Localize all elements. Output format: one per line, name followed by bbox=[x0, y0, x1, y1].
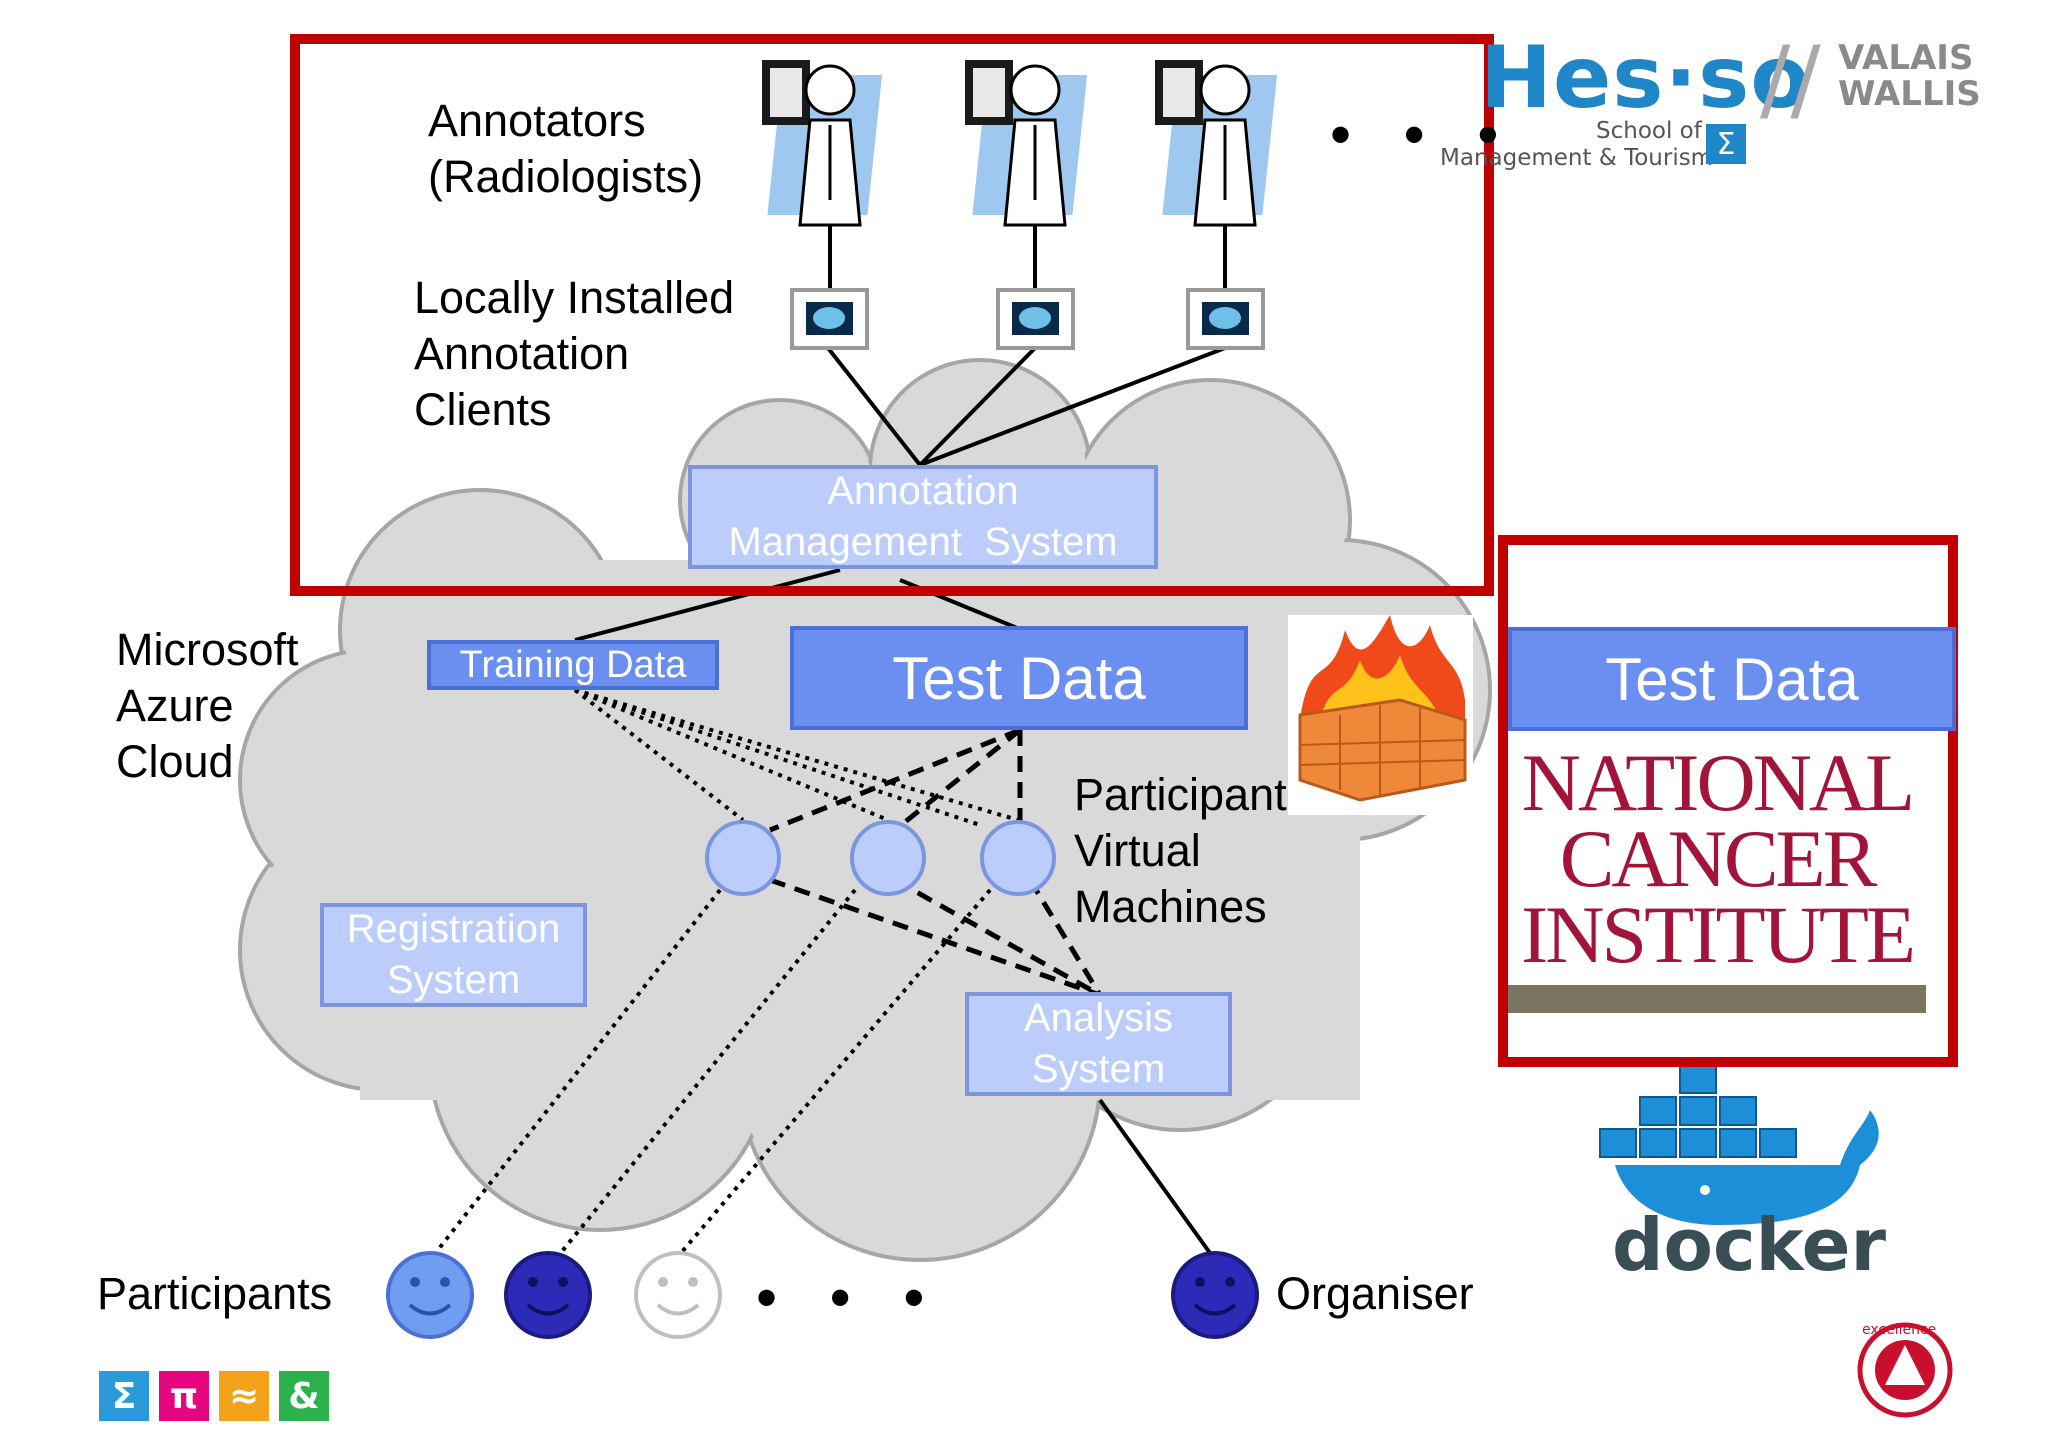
nci-underline bbox=[1508, 985, 1926, 1013]
annotators-label: Annotators (Radiologists) bbox=[428, 95, 704, 202]
vms-label: Participant Virtual Machines bbox=[1074, 769, 1287, 932]
organiser-link bbox=[1098, 1098, 1217, 1262]
organiser-label: Organiser bbox=[1276, 1268, 1474, 1319]
nci-logo: NATIONAL CANCER INSTITUTE bbox=[1520, 737, 1916, 980]
ampersand-square-icon: & bbox=[279, 1371, 329, 1421]
client-1-icon bbox=[790, 288, 869, 350]
cloud-label: Microsoft Azure Cloud bbox=[116, 624, 299, 787]
sigma-square-icon: Σ bbox=[99, 1371, 149, 1421]
docker-logo-text: docker bbox=[1612, 1203, 1886, 1287]
vm-2 bbox=[850, 820, 926, 896]
training-links bbox=[428, 688, 1019, 1262]
vm-3 bbox=[980, 820, 1056, 896]
docker-whale-icon bbox=[1599, 1064, 1879, 1225]
annotators-ellipsis: • • • bbox=[1330, 101, 1517, 168]
participants-label: Participants bbox=[97, 1268, 333, 1319]
registration-system-box: Registration System bbox=[320, 903, 587, 1007]
nci-frame bbox=[1498, 535, 1958, 1067]
annotation-management-system: Annotation Management System bbox=[688, 465, 1158, 569]
approx-square-icon: ≈ bbox=[219, 1371, 269, 1421]
test-data-cloud-box: Test Data bbox=[790, 626, 1248, 730]
participant-3-smiley-icon bbox=[634, 1251, 722, 1339]
firewall-icon bbox=[1288, 615, 1473, 815]
participant-2-smiley-icon bbox=[504, 1251, 592, 1339]
client-3-icon bbox=[1186, 288, 1265, 350]
radiologist-figures bbox=[762, 60, 1278, 227]
hes-so-logo: Hes·so bbox=[1480, 28, 1811, 128]
clients-label: Locally Installed Annotation Clients bbox=[414, 272, 735, 435]
participant-vms bbox=[705, 820, 1056, 896]
organiser-smiley-icon bbox=[1171, 1251, 1259, 1339]
vm-1 bbox=[705, 820, 781, 896]
hes-so-region: VALAIS WALLIS bbox=[1838, 38, 1981, 114]
hes-so-slash-icon: // bbox=[1760, 27, 1821, 132]
hes-so-department: Management & Tourism bbox=[1440, 145, 1714, 171]
annotation-clients bbox=[790, 288, 1265, 350]
training-data-box: Training Data bbox=[427, 640, 719, 690]
radiologist-1-icon bbox=[762, 60, 883, 227]
client-2-icon bbox=[996, 288, 1075, 350]
excellence-label: excellence bbox=[1862, 1322, 1937, 1338]
participant-1-smiley-icon bbox=[386, 1251, 474, 1339]
analysis-system-box: Analysis System bbox=[965, 992, 1232, 1096]
hes-so-sigma-icon: Σ bbox=[1706, 124, 1746, 164]
annotation-frame bbox=[290, 34, 1494, 596]
radiologist-3-icon bbox=[1155, 60, 1278, 227]
test-data-nci-box: Test Data bbox=[1508, 627, 1956, 731]
hes-so-school: School of bbox=[1596, 118, 1702, 144]
valais-excellence-seal-icon bbox=[1857, 1322, 1953, 1418]
pi-square-icon: π bbox=[159, 1371, 209, 1421]
test-links bbox=[769, 727, 1103, 998]
participants-ellipsis: • • • bbox=[756, 1264, 943, 1331]
radiologist-2-icon bbox=[965, 60, 1088, 227]
participant-faces bbox=[386, 1251, 1259, 1339]
